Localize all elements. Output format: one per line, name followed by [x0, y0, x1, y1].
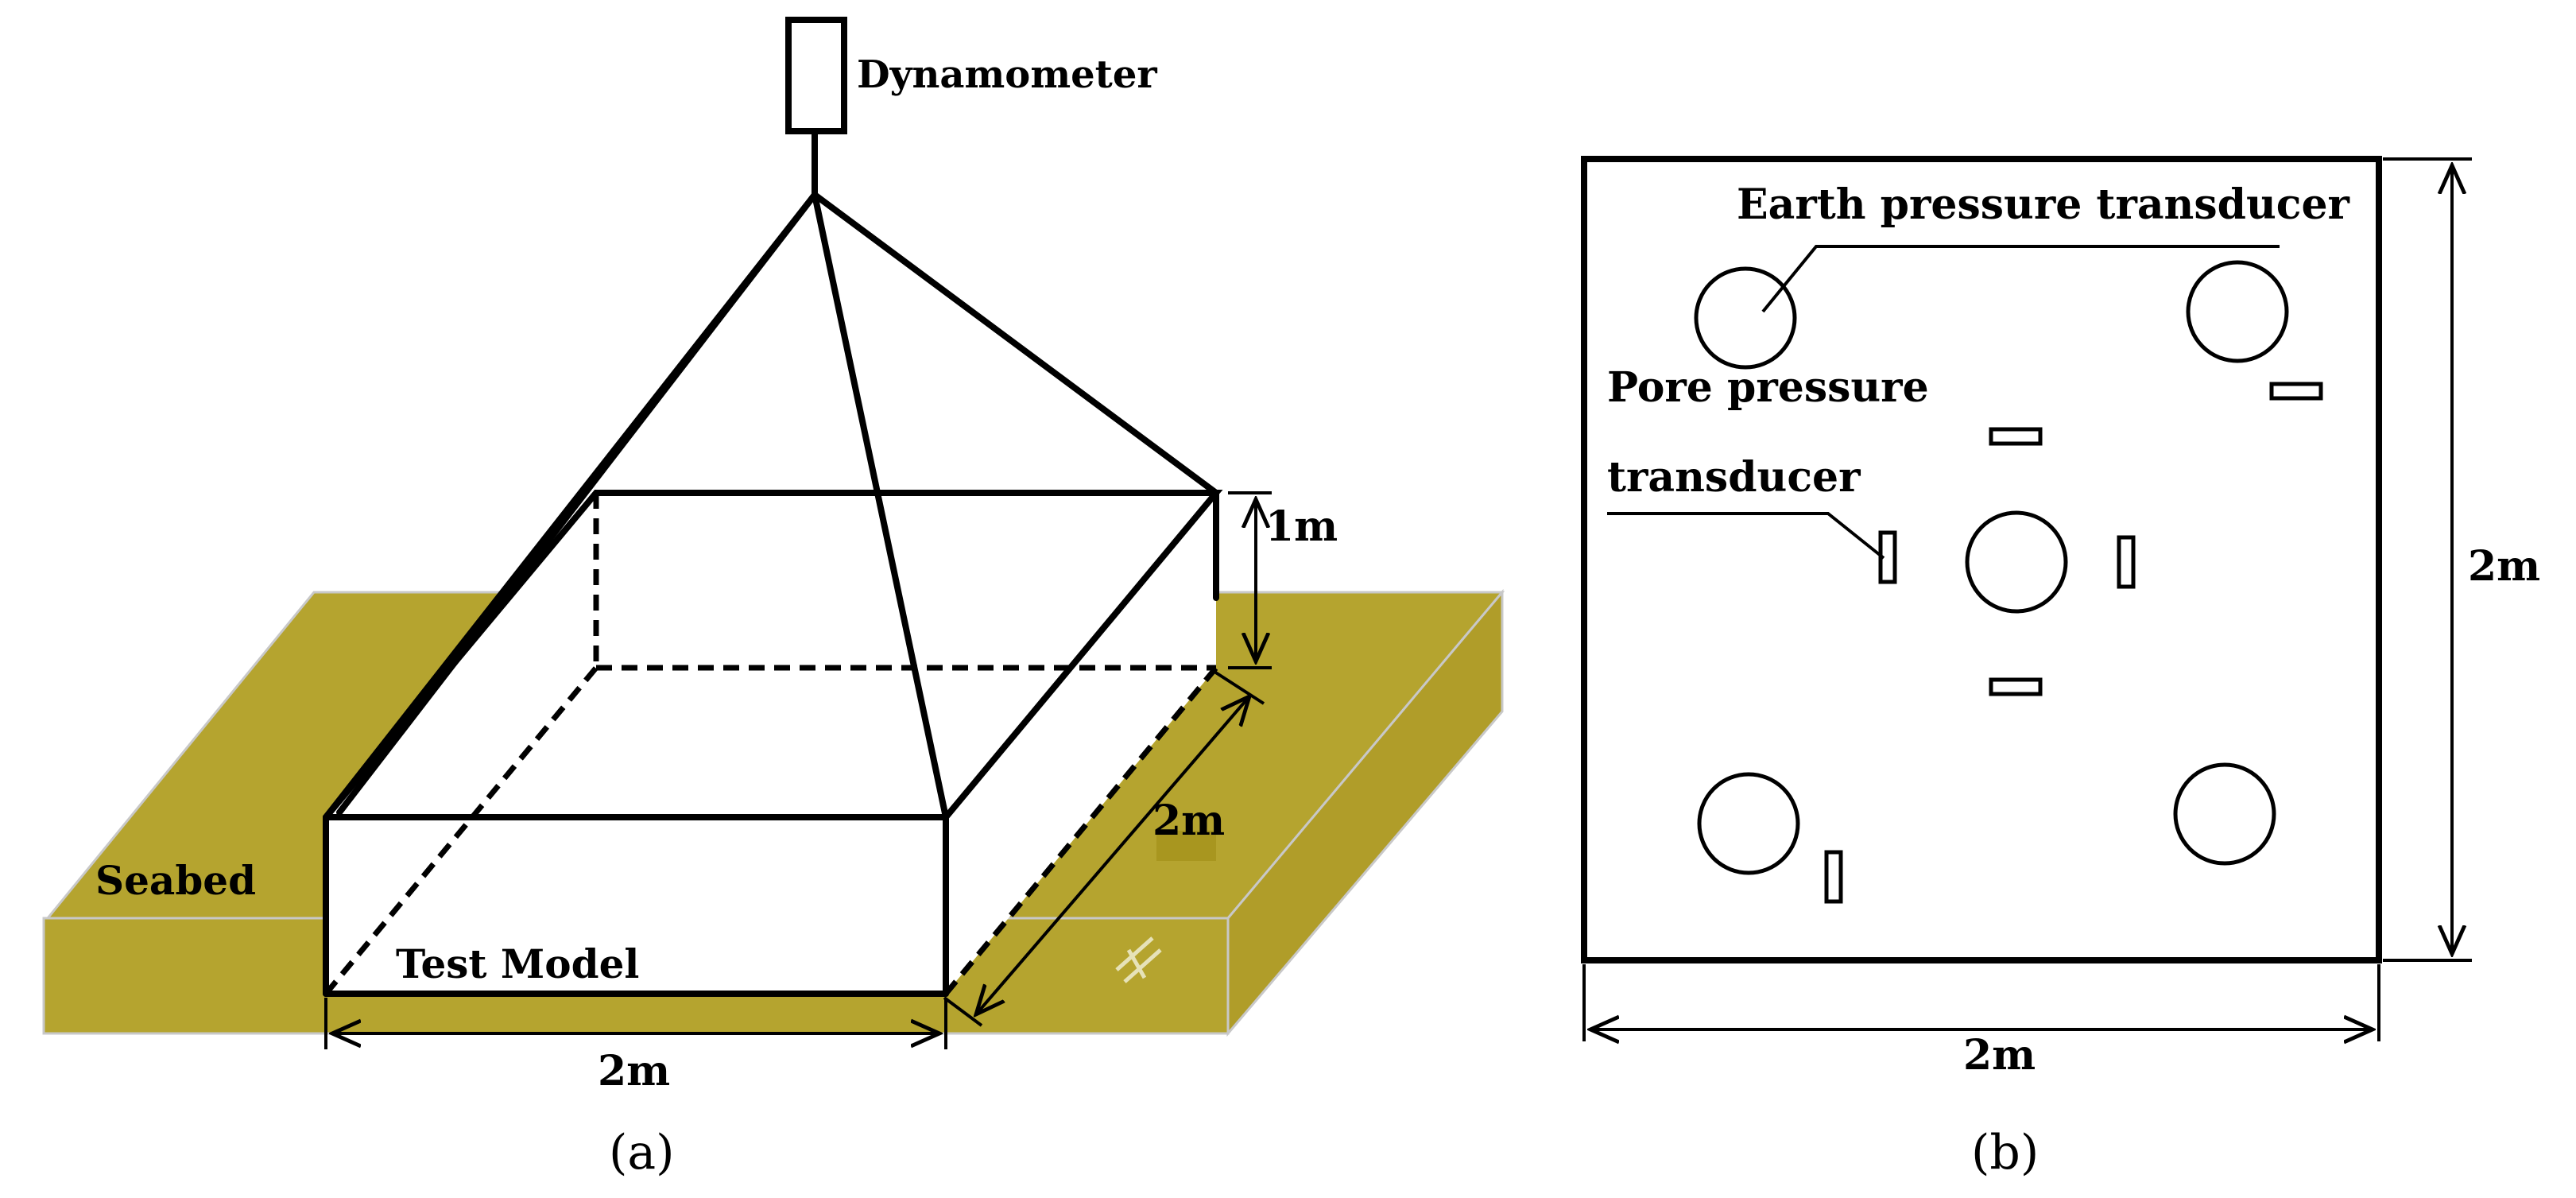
- suspension-line-left-inner: [336, 192, 818, 816]
- depth-dimension-a: [943, 670, 1265, 1027]
- pore-pressure-transducer: [1989, 677, 2043, 696]
- height-label-b: 2m: [2468, 542, 2540, 591]
- depth-label-a: 2m: [1152, 797, 1225, 845]
- earth-pressure-transducer: [1697, 772, 1800, 875]
- dynamometer-icon: [785, 17, 847, 134]
- dynamometer-label: Dynamometer: [857, 52, 1157, 97]
- width-label-a: 2m: [598, 1047, 670, 1095]
- pore-pressure-leader: [1607, 512, 1885, 560]
- width-label-b: 2m: [1963, 1031, 2036, 1080]
- height-dimension-b: [2383, 157, 2472, 962]
- suspension-line-right: [812, 192, 1219, 496]
- earth-pressure-transducer: [2186, 260, 2289, 363]
- width-dimension-a: [324, 998, 947, 1049]
- height-dimension-a: [1228, 491, 1272, 669]
- seabed-label: Seabed: [95, 857, 256, 904]
- pore-pressure-transducer: [1824, 850, 1843, 904]
- pore-pressure-label-line2: transducer: [1607, 453, 1861, 502]
- height-label-a: 1m: [1265, 502, 1338, 551]
- caption-a: (a): [609, 1125, 675, 1181]
- earth-pressure-label: Earth pressure transducer: [1737, 180, 2350, 229]
- pore-pressure-transducer: [2269, 382, 2323, 401]
- suspension-line-front: [812, 192, 949, 820]
- panel-a: Dynamometer 1m 2m Seabed Test Model 2m (…: [42, 17, 1505, 1181]
- panel-b: Earth pressure transducer Pore pressure …: [1581, 156, 2540, 1181]
- earth-pressure-transducer: [1965, 510, 2068, 614]
- earth-pressure-transducer: [2173, 762, 2276, 866]
- caption-b: (b): [1971, 1125, 2039, 1181]
- test-model-front-face: [326, 817, 946, 994]
- pore-pressure-transducer: [2117, 535, 2136, 589]
- earth-pressure-leader: [1761, 245, 2280, 313]
- depth-label-highlight: [1156, 831, 1216, 861]
- hidden-edge-left-bottom: [323, 665, 598, 996]
- pore-pressure-label-line1: Pore pressure: [1607, 363, 1929, 412]
- pore-pressure-transducer: [1989, 427, 2043, 446]
- suspension-lines: [323, 130, 1219, 820]
- width-dimension-b: [1582, 964, 2380, 1041]
- earth-pressure-transducer: [1694, 266, 1797, 370]
- test-model-label: Test Model: [396, 940, 639, 987]
